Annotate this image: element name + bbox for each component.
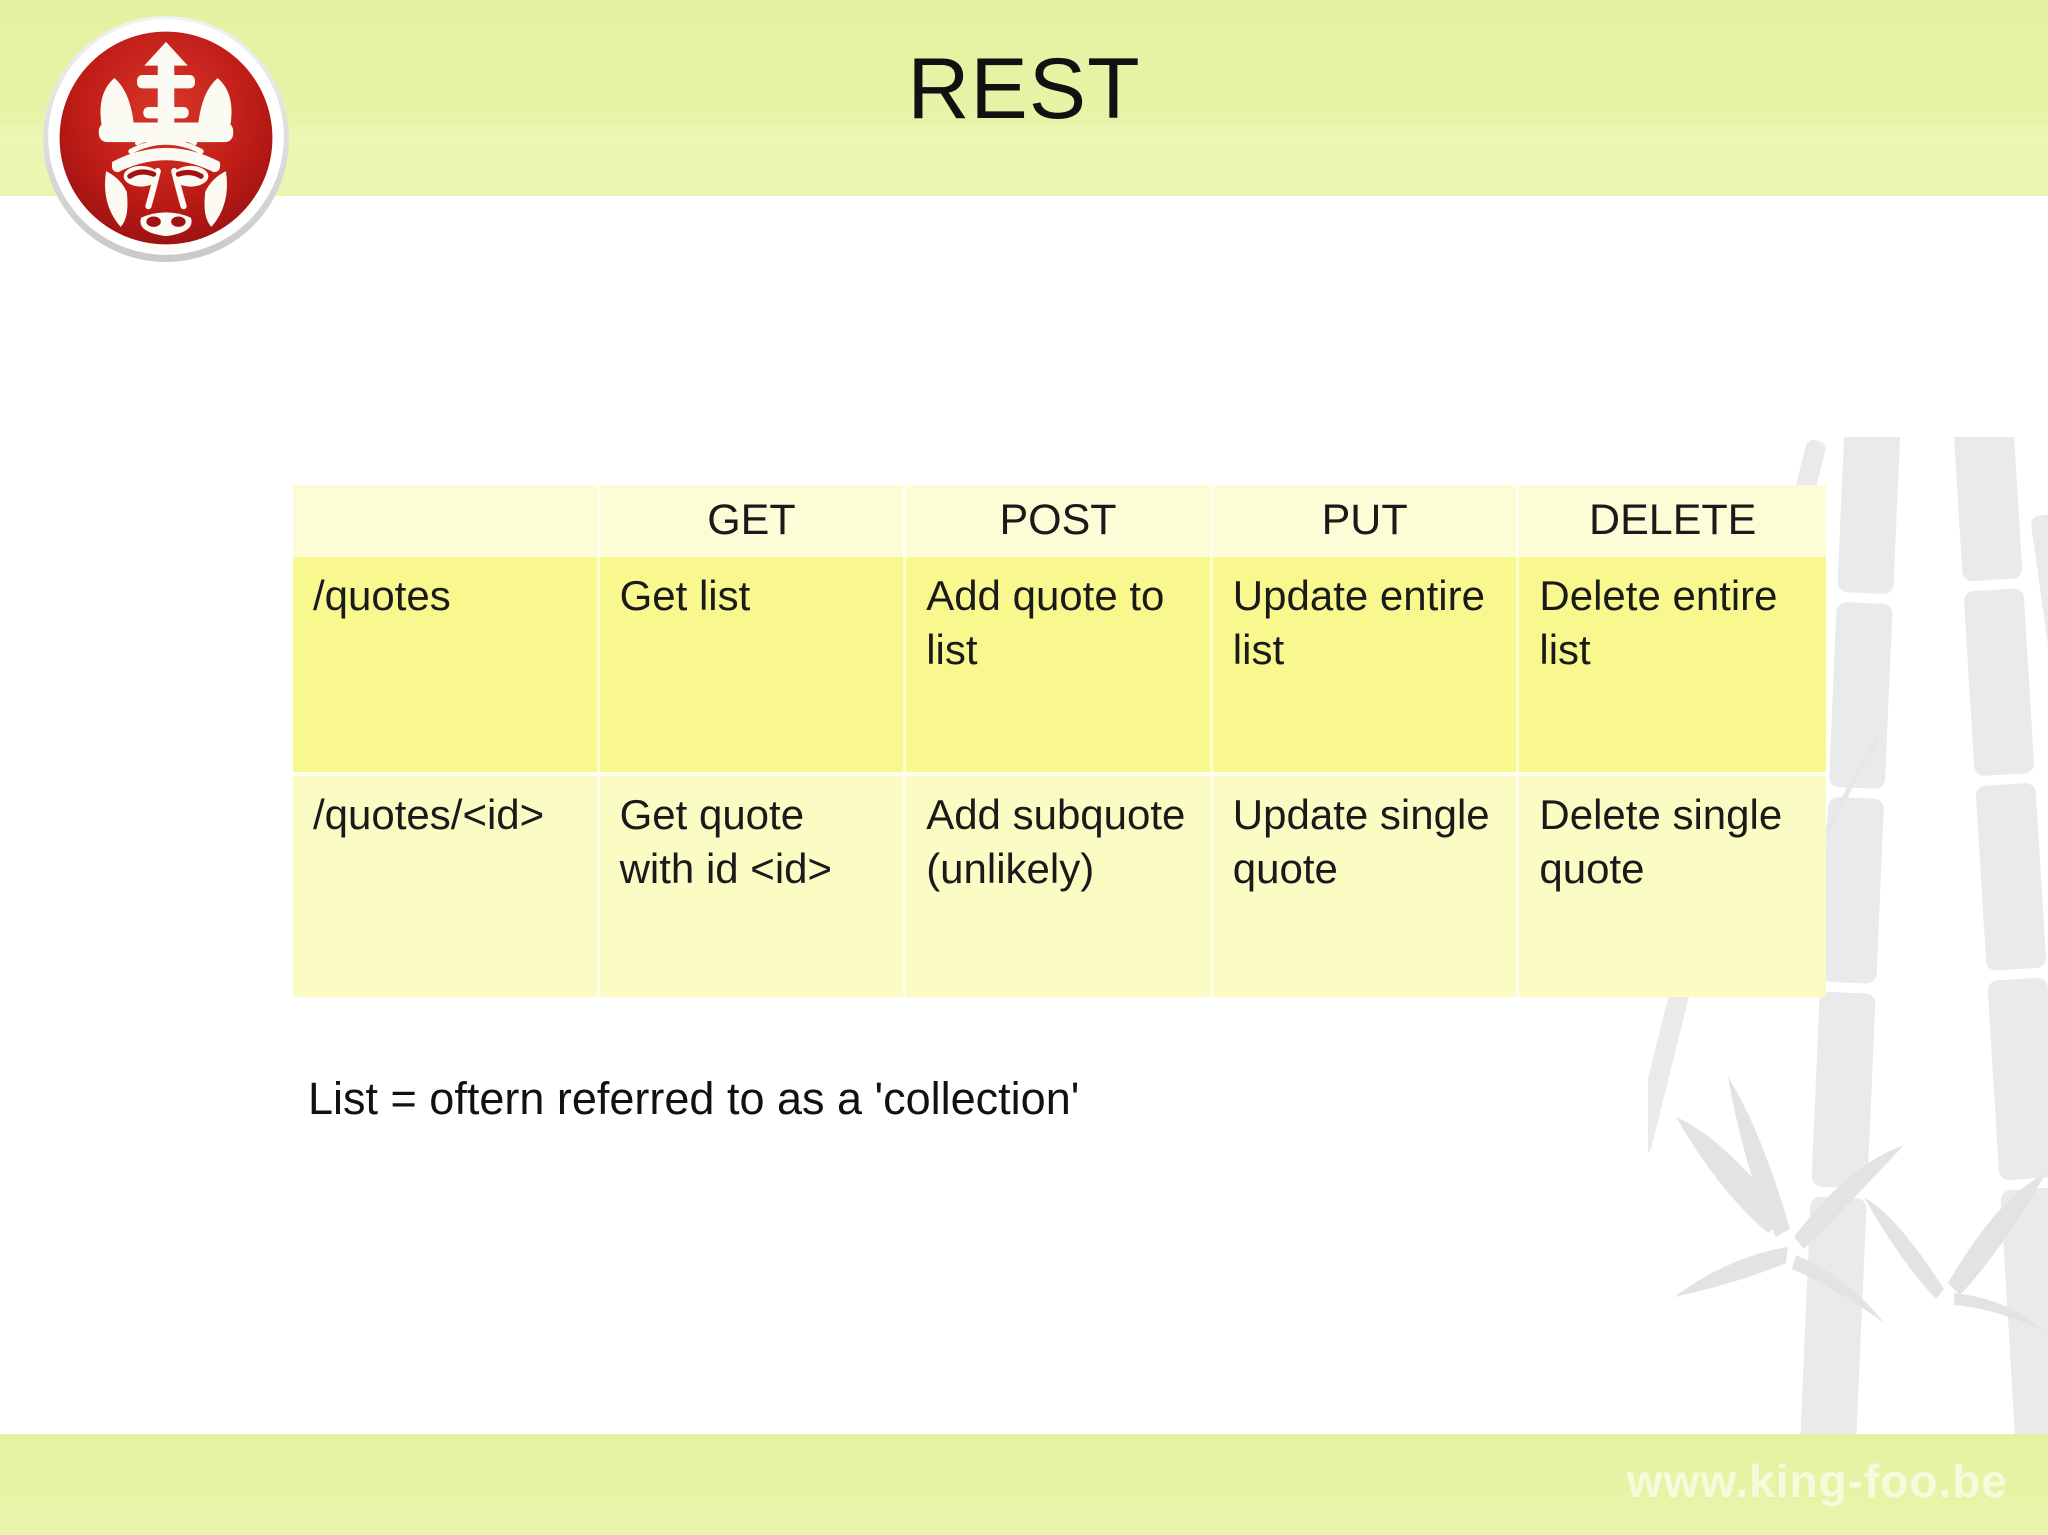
row2-put-cell: Update single quote <box>1212 772 1520 997</box>
row1-put-cell: Update entire list <box>1212 557 1520 772</box>
row2-post-cell: Add subquote (unlikely) <box>906 772 1213 997</box>
row2-delete-cell: Delete single quote <box>1519 772 1826 997</box>
row2-path-cell: /quotes/<id> <box>293 772 600 997</box>
col-header-put: PUT <box>1212 485 1520 557</box>
page-title: REST <box>907 41 1141 137</box>
row1-delete-cell: Delete entire list <box>1519 557 1826 772</box>
footer-url: www.king-foo.be <box>1626 1455 2008 1507</box>
col-header-get: GET <box>599 485 907 557</box>
header-band <box>0 0 2048 196</box>
col-header-post: POST <box>906 485 1213 557</box>
footer-band: www.king-foo.be <box>0 1434 2048 1535</box>
king-foo-logo <box>42 14 290 262</box>
row1-post-cell: Add quote to list <box>906 557 1213 772</box>
row1-path-cell: /quotes <box>293 557 600 772</box>
row2-get-cell: Get quote with id <id> <box>599 772 907 997</box>
rest-methods-table: GET POST PUT DELETE /quotes Get list Add… <box>293 485 1826 997</box>
corner-cell <box>293 485 600 557</box>
col-header-delete: DELETE <box>1519 485 1826 557</box>
collection-note: List = oftern referred to as a 'collecti… <box>308 1073 1080 1124</box>
king-foo-monkey-icon <box>43 16 289 262</box>
row1-get-cell: Get list <box>599 557 907 772</box>
